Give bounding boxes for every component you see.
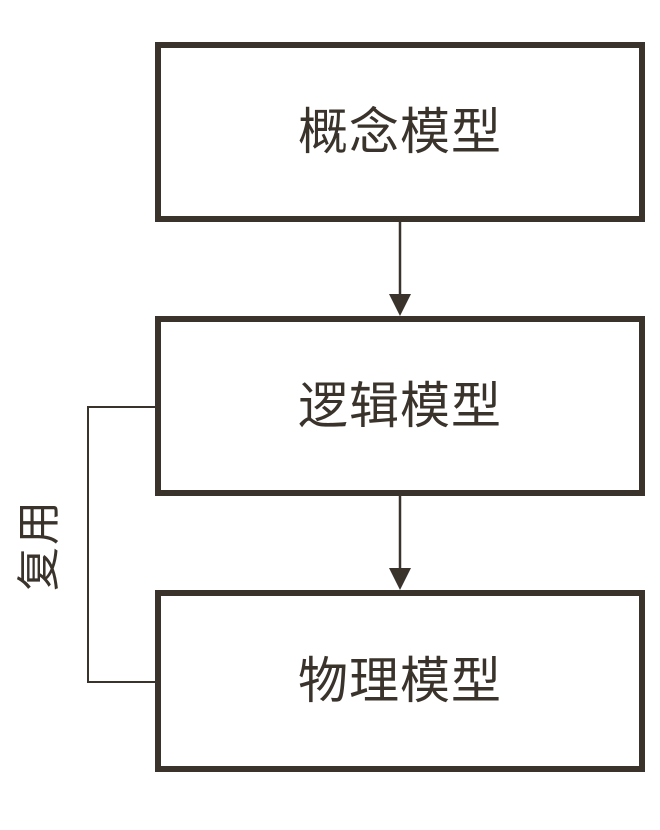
node-physical-model: 物理模型 [155, 590, 645, 772]
node-logical-model: 逻辑模型 [155, 316, 645, 496]
reuse-connector-line [87, 406, 155, 683]
node-label-logical: 逻辑模型 [298, 377, 502, 435]
reuse-label: 复用 [14, 499, 65, 591]
node-conceptual-model: 概念模型 [155, 42, 645, 222]
node-label-physical: 物理模型 [298, 652, 502, 710]
arrow-logical-to-physical [389, 496, 411, 590]
node-label-conceptual: 概念模型 [298, 103, 502, 161]
arrowhead-icon [389, 294, 411, 316]
arrowhead-icon [389, 568, 411, 590]
arrow-conceptual-to-logical [389, 222, 411, 316]
